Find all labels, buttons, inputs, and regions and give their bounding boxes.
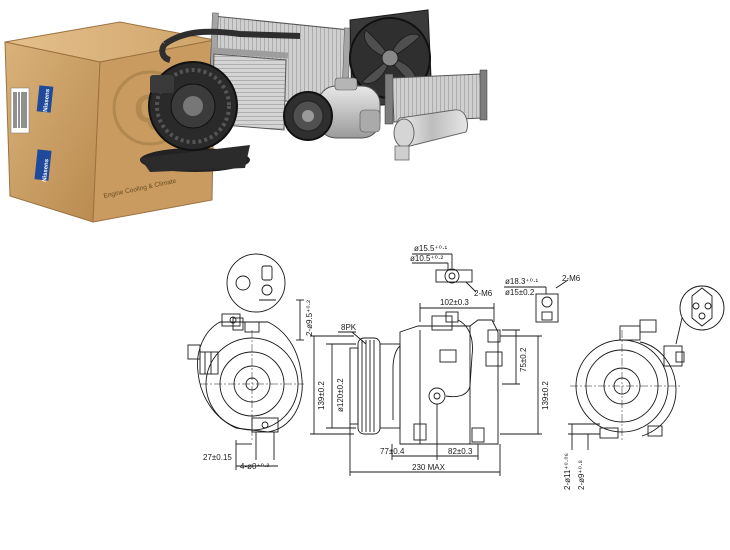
dim-rear-a: 2-ø11⁺⁰·⁰⁶ xyxy=(563,453,572,490)
port-detail-left xyxy=(412,253,477,293)
dim-pulley-diameter: ø120±0.2 xyxy=(336,378,345,412)
dim-77: 77±0.4 xyxy=(380,447,405,456)
port-right-inner-dia: ø15±0.2 xyxy=(505,288,535,297)
compressor-photo xyxy=(283,77,381,141)
dim-82: 82±0.3 xyxy=(448,447,473,456)
port-right-outer-dia: ø18.3⁺⁰·¹ xyxy=(505,277,539,286)
port-left-inner-dia: ø10.5⁺⁰·² xyxy=(410,254,444,263)
pulley xyxy=(357,337,381,435)
dim-75: 75±0.2 xyxy=(519,347,528,372)
box-brand-side: Nissens xyxy=(42,158,50,182)
dim-front-bolt-pitch: 27±0.15 xyxy=(203,453,232,462)
dim-front-hole: 2-ø9.5⁺⁰·² xyxy=(305,300,314,336)
dim-front-mount: 4-ø0⁺⁰·³ xyxy=(240,462,270,471)
dim-102: 102±0.3 xyxy=(440,298,469,307)
port-left-thread: 2-M6 xyxy=(474,289,493,298)
side-view xyxy=(310,253,569,476)
dim-height-right: 139±0.2 xyxy=(541,381,550,410)
dim-rear-b: 2-ø9⁺⁰·⁸ xyxy=(577,460,586,490)
dim-total-length: 230 MAX xyxy=(412,463,446,472)
product-photo-group: Nissens Nissens Q Engine Cooling & Clima… xyxy=(4,9,488,223)
port-detail-right xyxy=(504,279,569,323)
dim-height-left: 139±0.2 xyxy=(317,381,326,410)
rear-detail-callout xyxy=(679,285,725,331)
front-detail-callout xyxy=(226,253,286,313)
dim-belt-label: 8PK xyxy=(341,323,357,332)
rear-view xyxy=(568,285,725,450)
blower-motor xyxy=(140,61,250,172)
dimension-labels: 27±0.15 4-ø0⁺⁰·³ 2-ø9.5⁺⁰·² 8PK ø120±0.2… xyxy=(203,244,586,490)
front-view xyxy=(187,253,304,470)
box-brand-top: Nissens xyxy=(43,88,51,112)
port-left-outer-dia: ø15.5⁺⁰·¹ xyxy=(414,244,448,253)
technical-drawing xyxy=(187,253,725,476)
port-right-thread: 2-M6 xyxy=(562,274,581,283)
receiver-dryer xyxy=(393,109,468,161)
